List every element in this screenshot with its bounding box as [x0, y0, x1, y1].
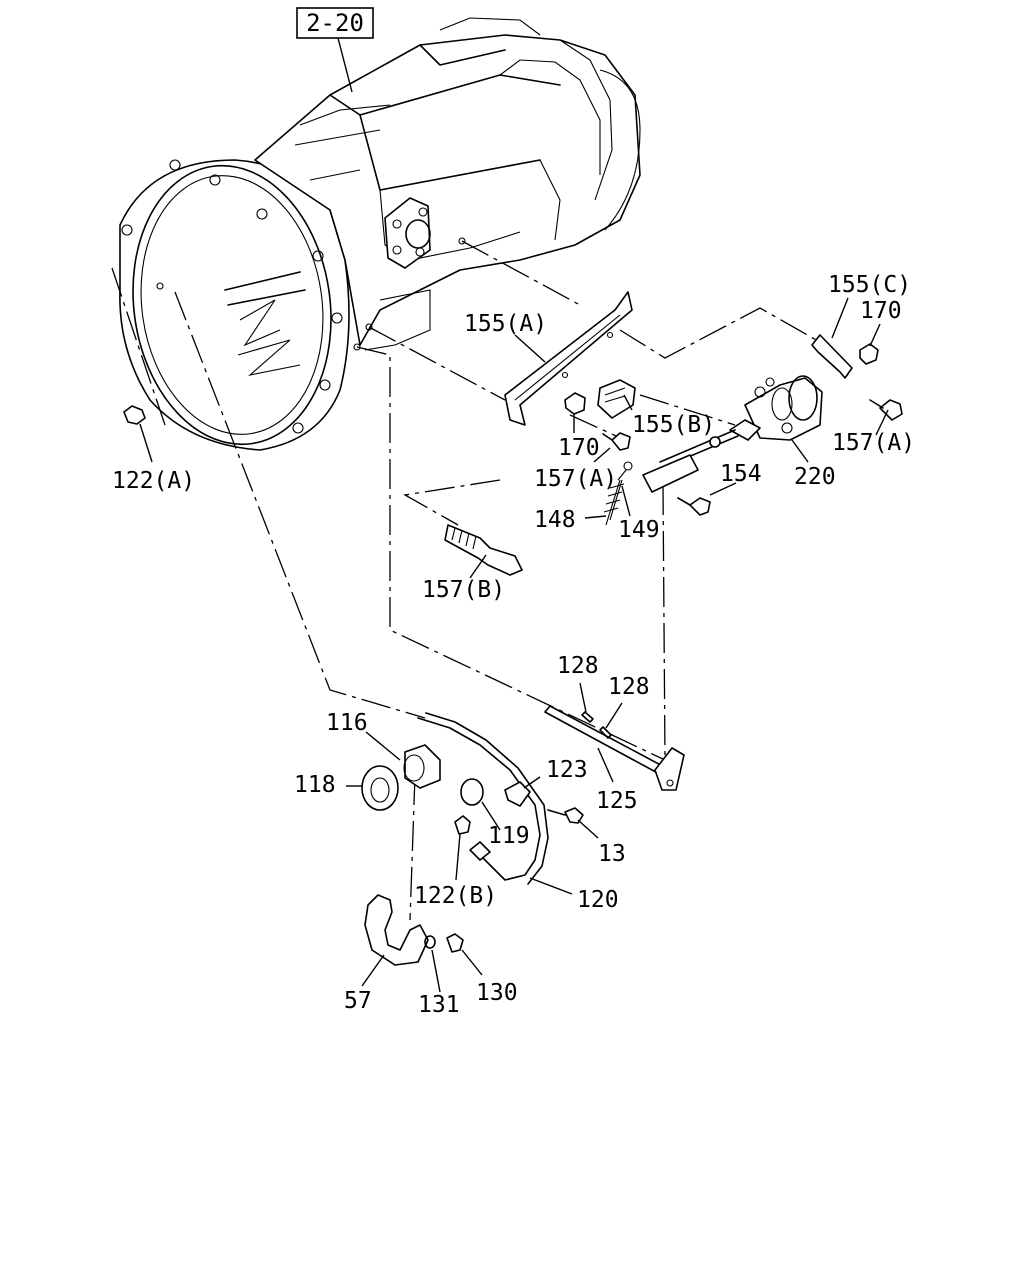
label-13: 13: [598, 841, 626, 867]
bracket-155B: [597, 379, 636, 419]
label-120: 120: [577, 887, 619, 913]
label-57: 57: [344, 988, 372, 1014]
svg-text:2-20: 2-20: [306, 9, 364, 37]
label-155B: 155(B): [632, 412, 715, 438]
label-157B: 157(B): [422, 577, 505, 603]
label-122B: 122(B): [414, 883, 497, 909]
small-parts: [123, 343, 903, 966]
label-157A-center: 157(A): [534, 466, 617, 492]
label-130: 130: [476, 980, 518, 1006]
label-123: 123: [546, 757, 588, 783]
clutch-booster-220: [659, 375, 823, 469]
label-157A-right: 157(A): [832, 430, 915, 456]
leader-lines: [139, 297, 889, 993]
reference-box: 2-20: [296, 7, 374, 93]
label-128-right: 128: [608, 674, 650, 700]
label-119: 119: [488, 823, 530, 849]
label-149: 149: [618, 517, 660, 543]
label-220: 220: [794, 464, 836, 490]
label-170-center: 170: [558, 435, 600, 461]
bracket-155A: [504, 291, 633, 426]
label-155A: 155(A): [464, 311, 547, 337]
label-128-left: 128: [557, 653, 599, 679]
transmission-housing: [119, 17, 641, 451]
label-155C: 155(C): [828, 272, 911, 298]
label-154: 154: [720, 461, 762, 487]
label-148: 148: [534, 507, 576, 533]
callout-labels: 155(C) 170 155(A) 155(B) 170 157(A) 157(…: [112, 272, 915, 1018]
label-170-right: 170: [860, 298, 902, 324]
label-122A: 122(A): [112, 468, 195, 494]
label-118: 118: [294, 772, 336, 798]
label-125: 125: [596, 788, 638, 814]
label-116: 116: [326, 710, 368, 736]
label-131: 131: [418, 992, 460, 1018]
bracket-155C: [811, 334, 853, 379]
